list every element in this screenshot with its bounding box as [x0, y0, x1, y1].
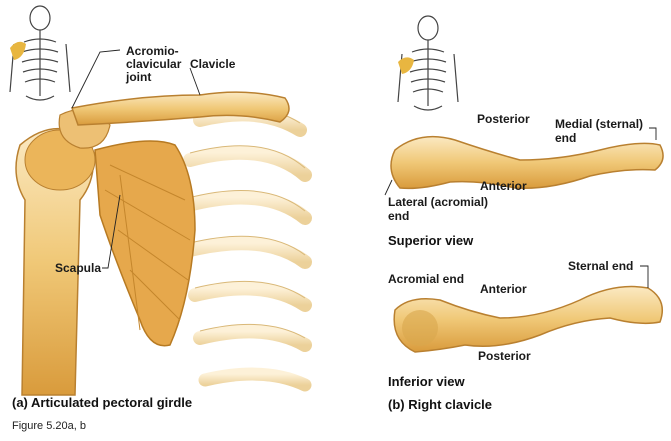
- clavicle-label: Clavicle: [190, 58, 235, 71]
- ribs: [188, 114, 305, 385]
- medial-end-label-line2: end: [555, 132, 576, 145]
- lateral-end-label-line2: end: [388, 210, 409, 223]
- posterior-label-inferior: Posterior: [478, 350, 531, 363]
- scapula-label: Scapula: [55, 262, 101, 275]
- panel-a-caption: (a) Articulated pectoral girdle: [12, 395, 192, 410]
- acromial-end-label: Acromial end: [388, 273, 464, 286]
- acromioclavicular-label-line3: joint: [126, 71, 151, 84]
- anterior-label-inferior: Anterior: [480, 283, 527, 296]
- medial-end-label-line1: Medial (sternal): [555, 118, 643, 131]
- figure-reference: Figure 5.20a, b: [12, 420, 86, 432]
- panel-b-caption: (b) Right clavicle: [388, 397, 492, 412]
- clavicle-superior: [391, 137, 663, 189]
- anterior-label-superior: Anterior: [480, 180, 527, 193]
- rib-outlines: [188, 107, 305, 338]
- posterior-label-superior: Posterior: [477, 113, 530, 126]
- sternal-end-label: Sternal end: [568, 260, 633, 273]
- lateral-end-label-line1: Lateral (acromial): [388, 196, 488, 209]
- superior-view-caption: Superior view: [388, 233, 473, 248]
- scapula-bone: [95, 141, 195, 346]
- inferior-view-caption: Inferior view: [388, 374, 465, 389]
